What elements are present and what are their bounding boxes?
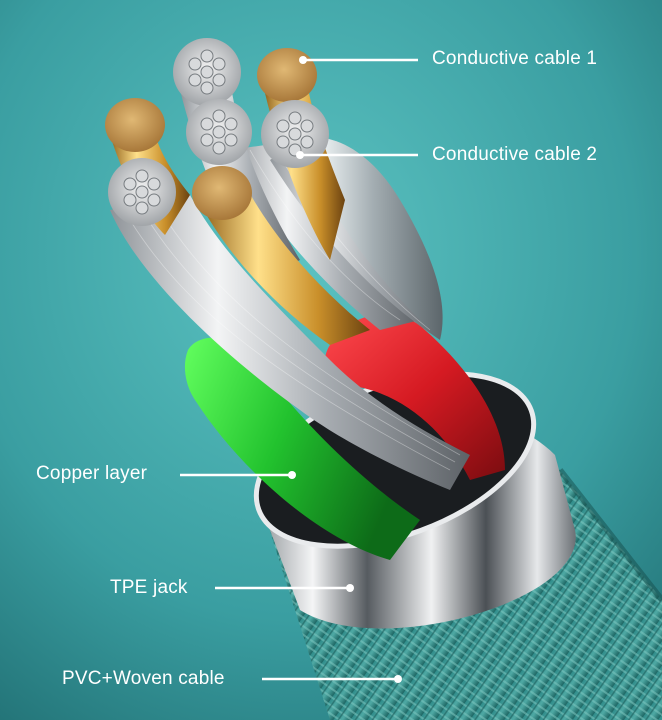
green-insulated-wire bbox=[184, 337, 420, 560]
silver-end-caps bbox=[108, 38, 329, 226]
label-pvc-woven-cable: PVC+Woven cable bbox=[62, 668, 225, 689]
copper-end-cap-left bbox=[105, 98, 165, 152]
label-copper-layer: Copper layer bbox=[36, 463, 148, 484]
copper-end-cap-top bbox=[257, 48, 317, 102]
leader-lines bbox=[180, 56, 418, 683]
copper-end-cap-center bbox=[192, 166, 252, 220]
gold-conductor-center bbox=[198, 185, 370, 345]
red-insulated-wire bbox=[325, 314, 505, 480]
label-conductive-cable-2: Conductive cable 2 bbox=[432, 144, 598, 165]
label-tpe-jack: TPE jack bbox=[110, 577, 188, 598]
label-conductive-cable-1: Conductive cable 1 bbox=[432, 48, 598, 69]
